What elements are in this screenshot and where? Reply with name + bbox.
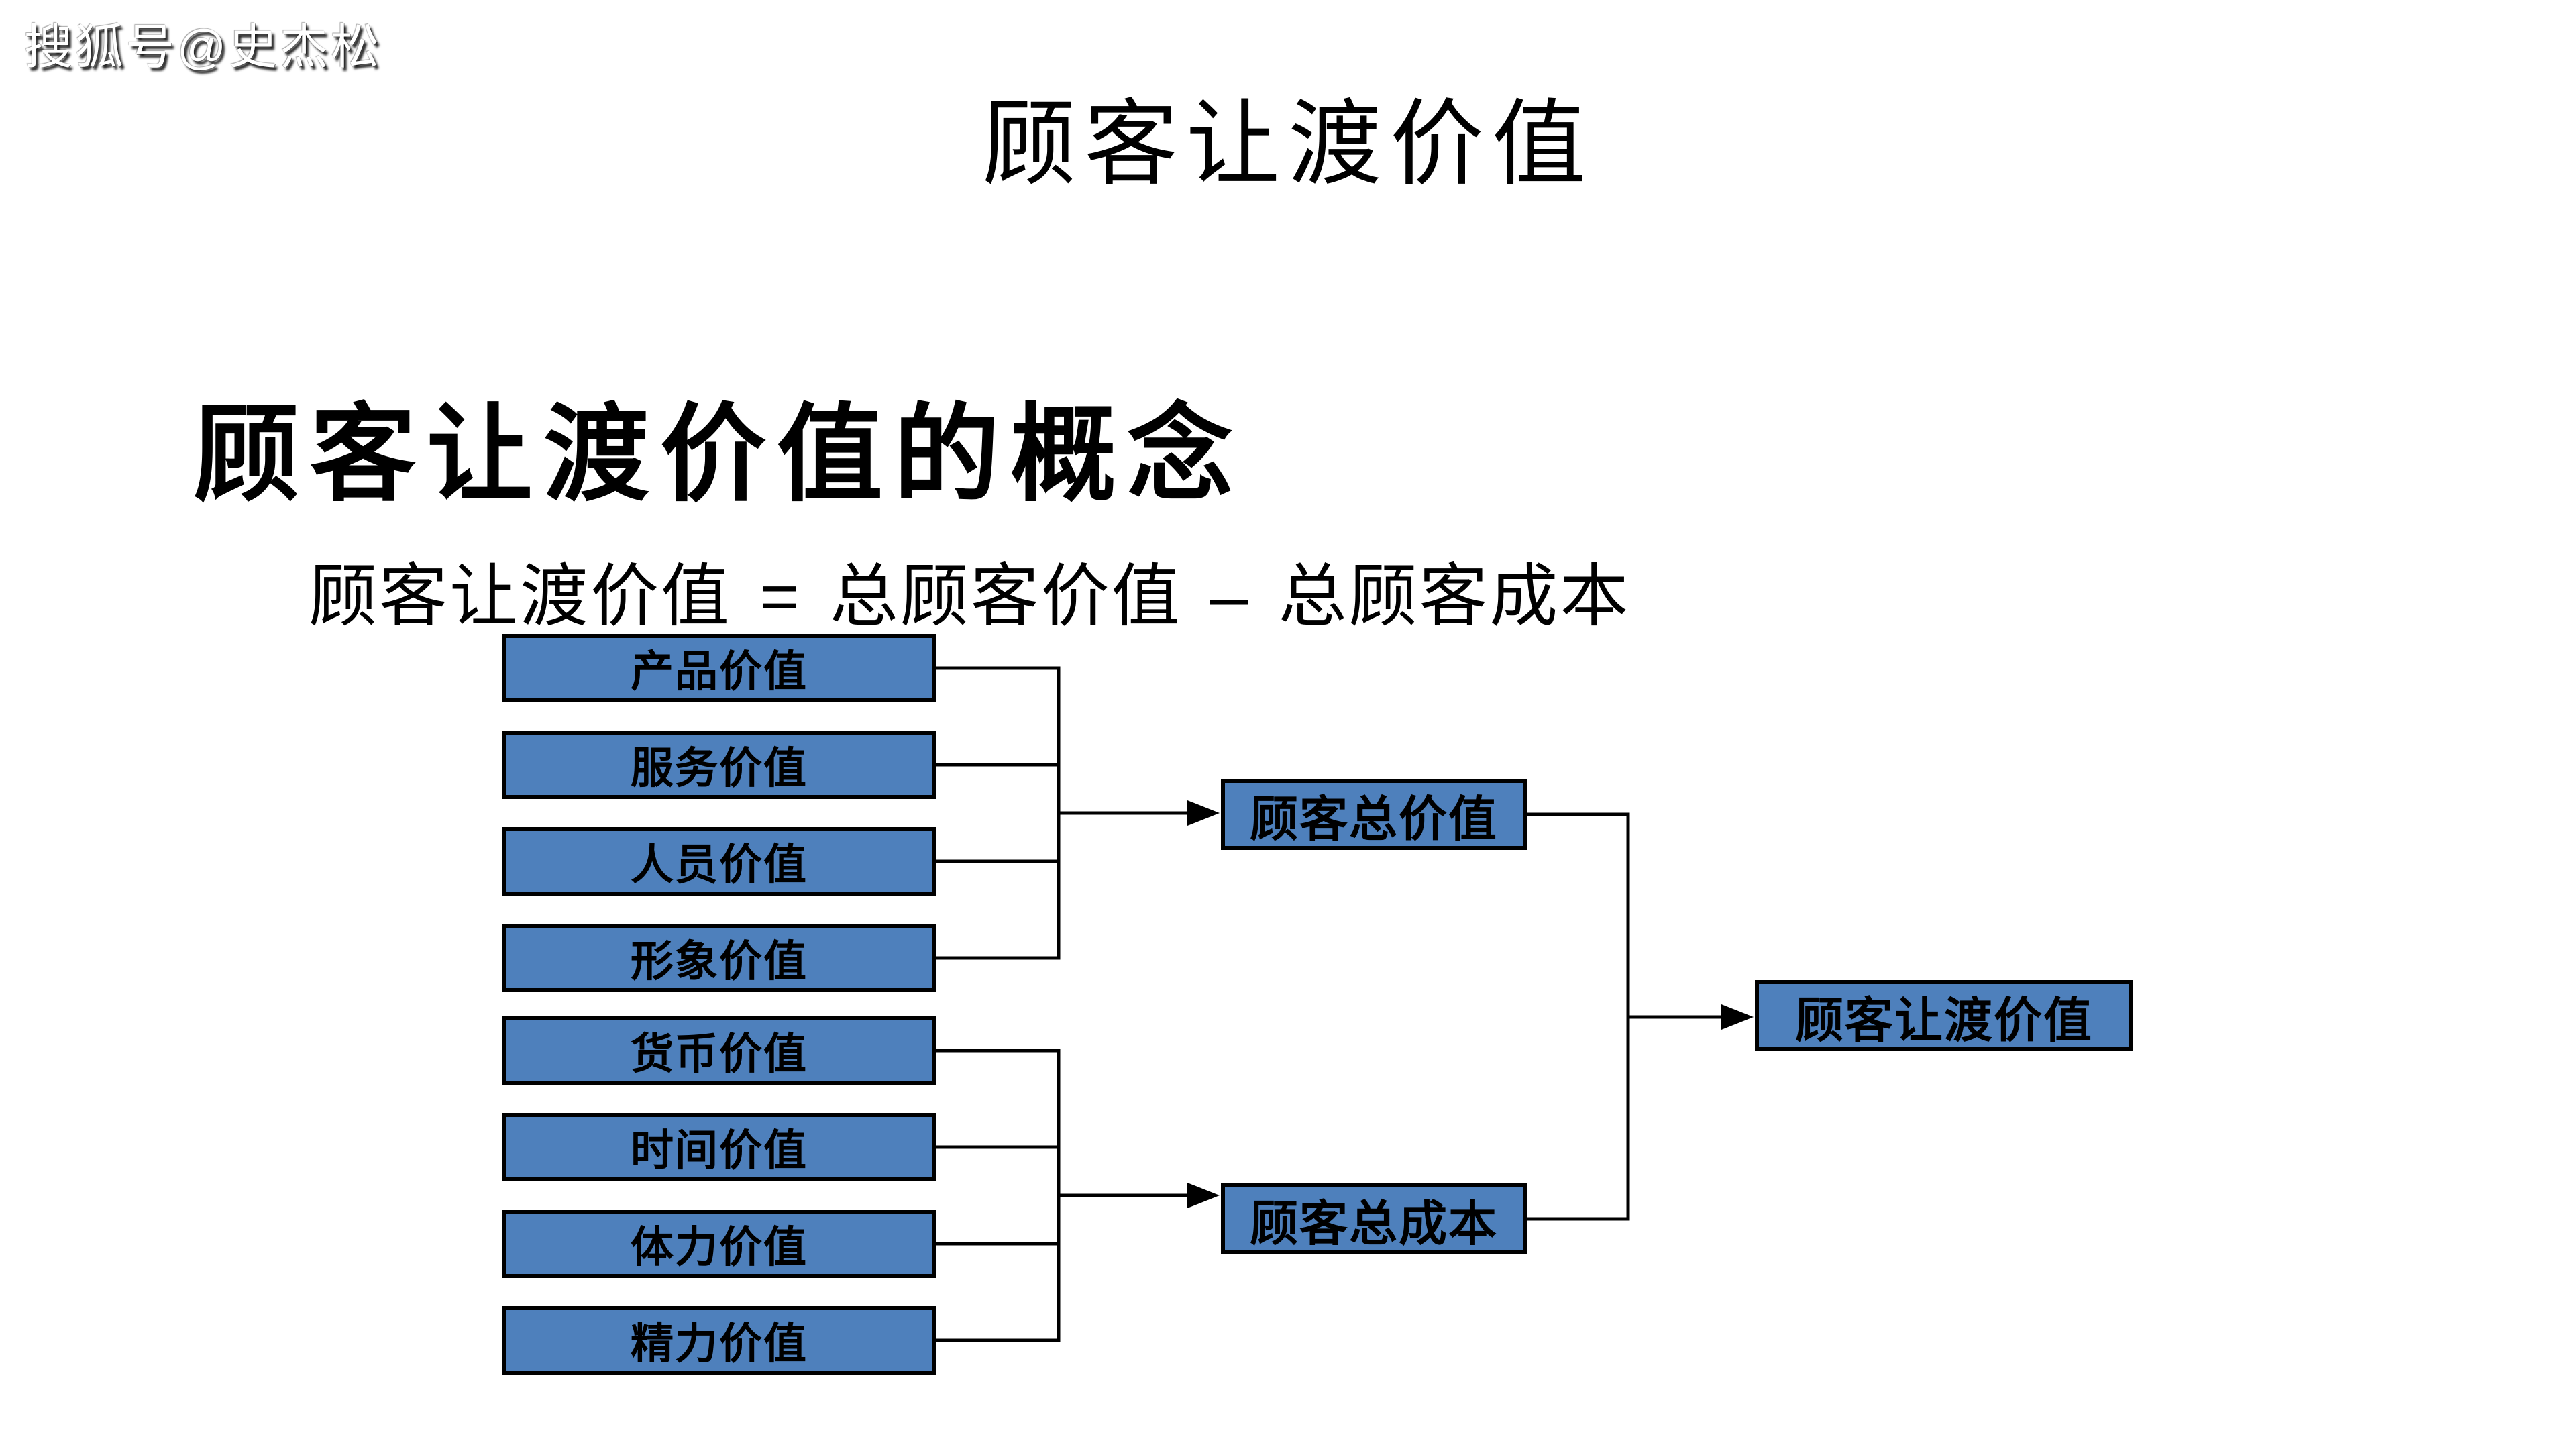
cost-box-physical: 体力价值 xyxy=(502,1210,936,1278)
formula: 顾客让渡价值 = 总顾客价值–总顾客成本 xyxy=(309,559,1630,633)
arrowhead-right-icon xyxy=(1187,800,1220,826)
watermark: 搜狐号@史杰松 xyxy=(24,21,382,74)
arrowheads xyxy=(1187,800,1754,1208)
minus-sign: – xyxy=(1210,558,1250,635)
slide-title: 顾客让渡价值 xyxy=(981,91,1594,197)
value-box-product: 产品价值 xyxy=(502,634,936,702)
arrowhead-right-icon xyxy=(1187,1183,1220,1208)
section-heading: 顾客让渡价值的概念 xyxy=(193,396,1244,514)
equals-sign: = xyxy=(759,558,802,635)
delivered-value-box: 顾客让渡价值 xyxy=(1755,980,2133,1051)
formula-lhs: 顾客让渡价值 xyxy=(309,558,731,635)
value-box-image: 形象价值 xyxy=(502,924,936,992)
value-box-personnel: 人员价值 xyxy=(502,827,936,896)
arrowhead-right-icon xyxy=(1721,1004,1754,1030)
formula-total-cost: 总顾客成本 xyxy=(1278,558,1631,635)
formula-total-value: 总顾客价值 xyxy=(829,558,1182,635)
cost-box-time: 时间价值 xyxy=(502,1113,936,1181)
cost-box-monetary: 货币价值 xyxy=(502,1016,936,1085)
value-box-service: 服务价值 xyxy=(502,731,936,799)
total-value-box: 顾客总价值 xyxy=(1221,779,1527,850)
cost-box-energy: 精力价值 xyxy=(502,1306,936,1375)
total-cost-box: 顾客总成本 xyxy=(1221,1183,1527,1254)
